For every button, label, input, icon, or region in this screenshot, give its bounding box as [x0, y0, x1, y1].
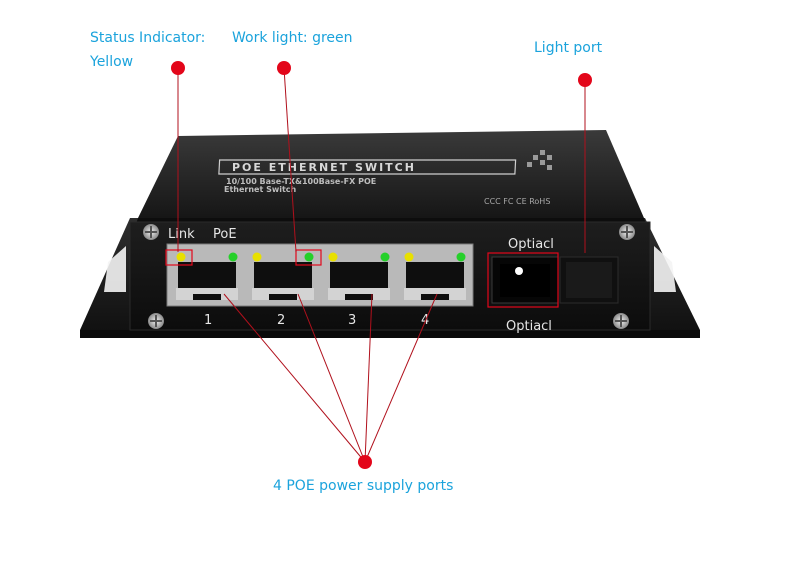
work-light-marker — [277, 61, 291, 75]
link-led-yellow — [404, 252, 414, 262]
screw-bottom-left — [148, 313, 164, 329]
link-led-yellow — [252, 252, 262, 262]
optical-port[interactable] — [491, 256, 619, 304]
poe-label: PoE — [213, 227, 237, 242]
optical-port-highlight-box — [487, 252, 559, 308]
poe-led-green — [228, 252, 238, 262]
port-number: 1 — [204, 313, 212, 328]
certifications-text: CCC FC CE RoHS — [484, 197, 550, 206]
link-led-yellow — [328, 252, 338, 262]
poe-ports-label: 4 POE power supply ports — [273, 478, 454, 494]
status-indicator-color-label: Yellow — [90, 54, 134, 70]
status-indicator-label: Status Indicator: — [90, 30, 206, 46]
top-label-text: POE ETHERNET SWITCH — [232, 161, 416, 174]
port-number: 2 — [277, 313, 285, 328]
link-led-yellow — [176, 252, 186, 262]
top-cover — [136, 130, 646, 224]
top-label: POE ETHERNET SWITCH 10/100 Base-TX&100Ba… — [218, 150, 552, 206]
ethernet-port[interactable] — [252, 252, 314, 301]
optical-label-top: Optiacl — [508, 237, 554, 252]
screw-top-right — [619, 224, 635, 240]
light-port-label: Light port — [534, 40, 603, 56]
ethernet-port[interactable] — [328, 252, 390, 301]
light-port-marker — [578, 73, 592, 87]
subtitle-line1-text: 10/100 Base-TX&100Base-FX POE — [226, 177, 376, 186]
screw-top-left — [143, 224, 159, 240]
poe-led-green — [304, 252, 314, 262]
poe-ports-marker — [358, 455, 372, 469]
status-indicator-marker — [171, 61, 185, 75]
subtitle-line2-text: Ethernet Switch — [224, 185, 297, 194]
link-label: Link — [168, 227, 195, 242]
status-led-highlight-box — [165, 249, 193, 266]
work-led-highlight-box — [295, 249, 322, 266]
ethernet-port[interactable] — [404, 252, 466, 301]
optical-indicator — [515, 267, 523, 275]
ethernet-port[interactable] — [176, 252, 238, 301]
screw-bottom-right — [613, 313, 629, 329]
pattern-decoration — [527, 150, 552, 170]
poe-led-green — [380, 252, 390, 262]
work-light-label: Work light: green — [232, 30, 353, 46]
leader-lines — [177, 67, 586, 463]
poe-led-green — [456, 252, 466, 262]
optical-label-bottom: Optiacl — [506, 319, 552, 334]
port-number: 3 — [348, 313, 356, 328]
